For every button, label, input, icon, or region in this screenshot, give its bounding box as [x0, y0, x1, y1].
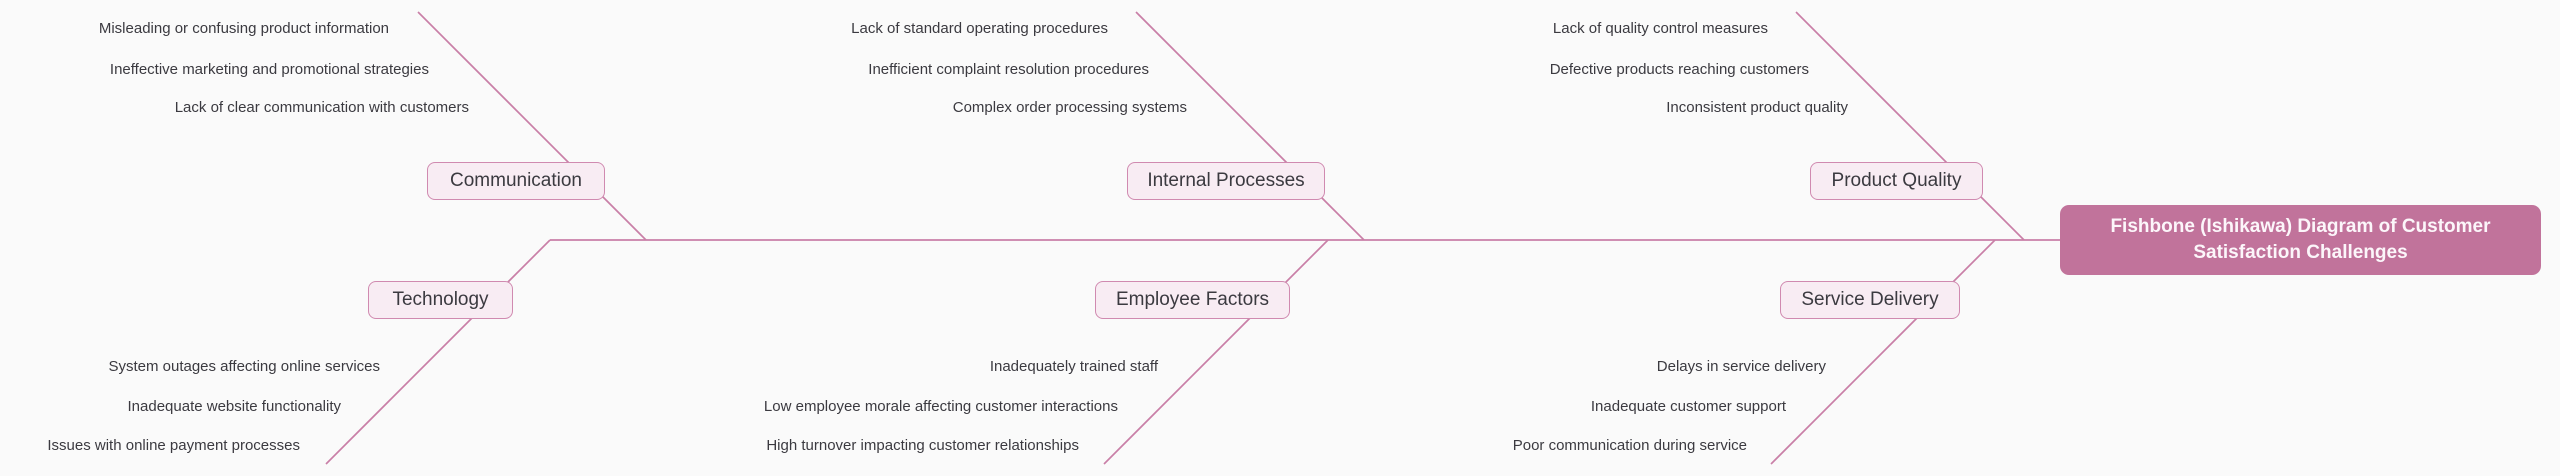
- cause-label: Lack of clear communication with custome…: [174, 99, 469, 116]
- cause-label: Ineffective marketing and promotional st…: [109, 61, 429, 78]
- branch-line-employee-factors: [1103, 239, 1329, 465]
- cause-label: Misleading or confusing product informat…: [98, 20, 389, 37]
- branch-line-service-delivery: [1770, 239, 1996, 465]
- category-label: Technology: [392, 289, 489, 310]
- cause-label: Inadequately trained staff: [989, 358, 1158, 375]
- category-label: Product Quality: [1831, 170, 1962, 191]
- cause-label: Inefficient complaint resolution procedu…: [868, 61, 1149, 78]
- category-box-employee-factors: Employee Factors: [1095, 281, 1290, 319]
- category-label: Employee Factors: [1115, 289, 1270, 310]
- cause-label: System outages affecting online services: [108, 358, 380, 375]
- category-box-internal-processes: Internal Processes: [1127, 162, 1325, 200]
- category-label: Service Delivery: [1801, 289, 1939, 310]
- cause-label: Inadequate website functionality: [127, 398, 341, 415]
- branch-line-product-quality: [1795, 11, 2025, 241]
- branch-line-internal-processes: [1135, 11, 1365, 241]
- cause-label: Inadequate customer support: [1590, 398, 1786, 415]
- category-label: Internal Processes: [1147, 170, 1305, 191]
- cause-label: Issues with online payment processes: [47, 437, 300, 454]
- cause-label: Defective products reaching customers: [1549, 61, 1809, 78]
- cause-label: Low employee morale affecting customer i…: [763, 398, 1118, 415]
- diagram-title: Fishbone (Ishikawa) Diagram of Customer …: [2110, 216, 2491, 263]
- diagram-title-box: Fishbone (Ishikawa) Diagram of Customer …: [2060, 205, 2541, 275]
- cause-label: Inconsistent product quality: [1666, 99, 1848, 116]
- branch-line-communication: [417, 11, 647, 241]
- cause-label: Delays in service delivery: [1656, 358, 1826, 375]
- category-label: Communication: [450, 170, 582, 191]
- category-box-technology: Technology: [368, 281, 513, 319]
- cause-label: High turnover impacting customer relatio…: [766, 437, 1079, 454]
- category-box-product-quality: Product Quality: [1810, 162, 1983, 200]
- cause-label: Lack of standard operating procedures: [851, 20, 1108, 37]
- branch-line-technology: [325, 239, 551, 465]
- cause-label: Lack of quality control measures: [1552, 20, 1768, 37]
- category-box-communication: Communication: [427, 162, 605, 200]
- category-box-service-delivery: Service Delivery: [1780, 281, 1960, 319]
- cause-label: Poor communication during service: [1512, 437, 1747, 454]
- cause-label: Complex order processing systems: [952, 99, 1187, 116]
